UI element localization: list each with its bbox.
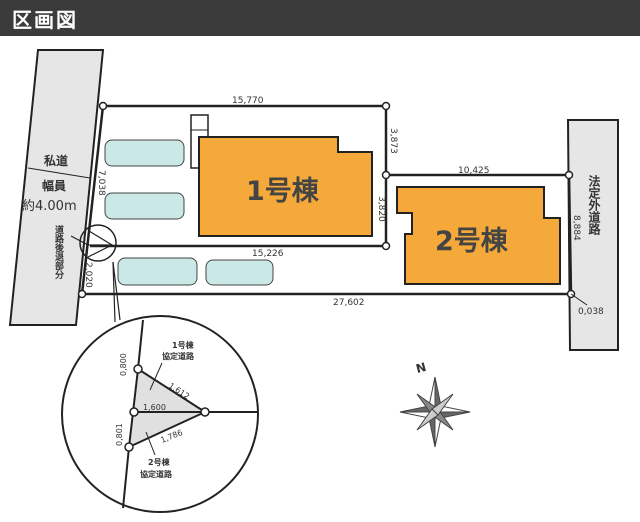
building-2 [396,186,561,285]
building-2-label: 2号棟 [435,226,509,257]
building-1 [198,136,373,237]
car [104,192,185,220]
car [205,259,274,286]
dim-right-side: 8,884 [571,215,581,241]
dim-inner: 15,226 [252,249,284,259]
detail-d1: 0,800 [119,353,128,376]
compass-icon [399,376,471,448]
detail-d3: 1,600 [143,403,166,412]
lot2-road-label: 2号棟 [148,457,171,467]
private-road [8,49,105,326]
boundary-markers [77,101,576,299]
road-width-label: 幅員 [42,178,66,193]
dim-right-step: 3,873 [388,128,398,154]
lot2-road-sub: 協定道路 [140,469,173,479]
setback-label: 道路後退部分 [53,224,64,280]
public-road-label: 法定外道路 [587,174,601,236]
lot1-road-sub: 協定道路 [162,351,195,361]
dim-step2: 3,820 [376,196,386,222]
dim-corner: 0,038 [578,307,604,317]
detail-d4: 0,801 [115,423,124,446]
dim-bottom: 27,602 [333,298,365,308]
building-1-label: 1号棟 [246,176,320,207]
dim-left-lower: 2,020 [83,262,93,288]
public-road [566,119,619,351]
dim-top: 15,770 [232,96,264,106]
compass-north-label: N [414,360,427,376]
lot1-road-label: 1号棟 [172,340,195,350]
dim-mid-right: 10,425 [458,166,490,176]
car [117,257,198,286]
private-road-label: 私道 [43,153,68,168]
parking-cars [104,139,274,286]
dim-left-upper: 7,038 [96,170,106,196]
header-bar: 区画図 [0,0,640,36]
car [104,139,185,167]
road-width-value: 約4.00m [22,199,77,214]
page-title: 区画図 [12,8,78,32]
